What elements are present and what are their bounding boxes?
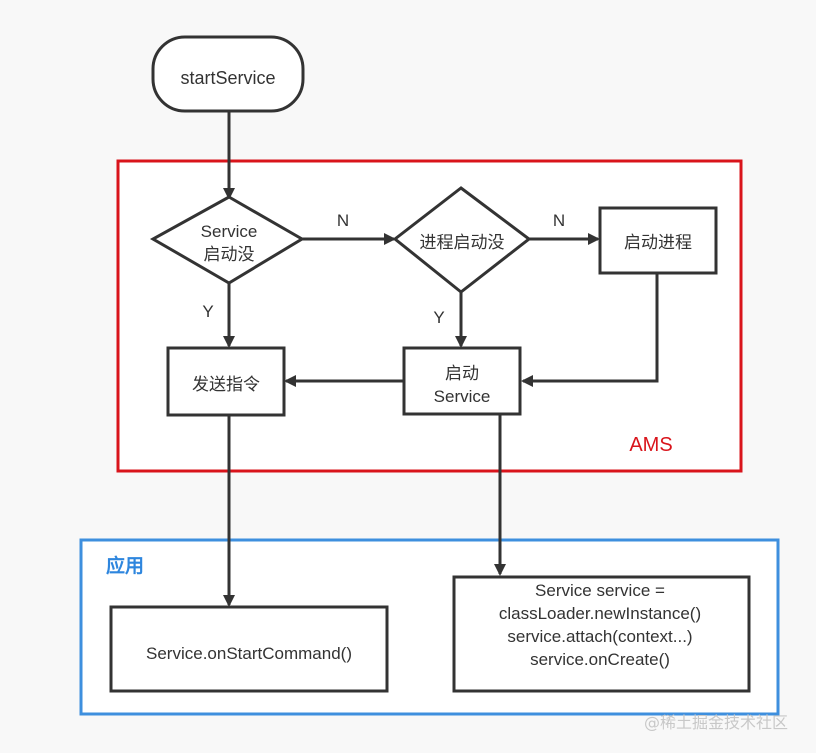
node-send-command[interactable]: 发送指令 xyxy=(166,346,286,417)
node-start-label: startService xyxy=(180,68,275,88)
node-start[interactable]: startService xyxy=(151,35,305,113)
edge-labels: N Y N Y xyxy=(202,211,565,327)
node-process-started-label: 进程启动没 xyxy=(420,233,505,252)
node-start-service-line-1: 启动 xyxy=(445,364,479,383)
node-create-service[interactable]: Service service = classLoader.newInstanc… xyxy=(452,575,751,693)
node-start-process[interactable]: 启动进程 xyxy=(598,206,718,275)
process-shape xyxy=(109,605,389,693)
node-start-process-label: 启动进程 xyxy=(624,233,692,252)
node-create-service-line-4: service.onCreate() xyxy=(530,650,670,669)
process-shape xyxy=(402,346,522,416)
decision-shape xyxy=(392,186,532,294)
process-shape xyxy=(452,575,751,693)
node-service-started-line-2: 启动没 xyxy=(204,245,255,264)
node-create-service-line-3: service.attach(context...) xyxy=(507,627,692,646)
edges xyxy=(223,111,659,607)
edge-label-process-started-no: N xyxy=(553,211,565,230)
terminator-shape xyxy=(151,35,305,113)
node-send-command-label: 发送指令 xyxy=(192,375,260,394)
node-create-service-line-2: classLoader.newInstance() xyxy=(499,604,701,623)
node-service-started-line-1: Service xyxy=(201,222,258,241)
node-service-started[interactable]: Service 启动没 xyxy=(149,195,305,285)
app-label: 应用 xyxy=(106,554,144,577)
edge-label-service-started-no: N xyxy=(337,211,349,230)
node-on-start-command-label: Service.onStartCommand() xyxy=(146,644,352,663)
node-start-service[interactable]: 启动 Service xyxy=(402,346,522,416)
node-process-started[interactable]: 进程启动没 xyxy=(392,186,532,294)
process-shape xyxy=(598,206,718,275)
ams-label: AMS xyxy=(629,434,672,456)
node-create-service-line-1: Service service = xyxy=(535,581,665,600)
process-shape xyxy=(166,346,286,417)
edge-label-service-started-yes: Y xyxy=(202,302,213,321)
node-on-start-command[interactable]: Service.onStartCommand() xyxy=(109,605,389,693)
watermark: @稀土掘金技术社区 xyxy=(644,713,789,732)
edge-label-process-started-yes: Y xyxy=(433,308,444,327)
node-start-service-line-2: Service xyxy=(434,387,491,406)
decision-shape xyxy=(149,195,305,285)
edge-start-process-to-start-service xyxy=(521,273,659,387)
